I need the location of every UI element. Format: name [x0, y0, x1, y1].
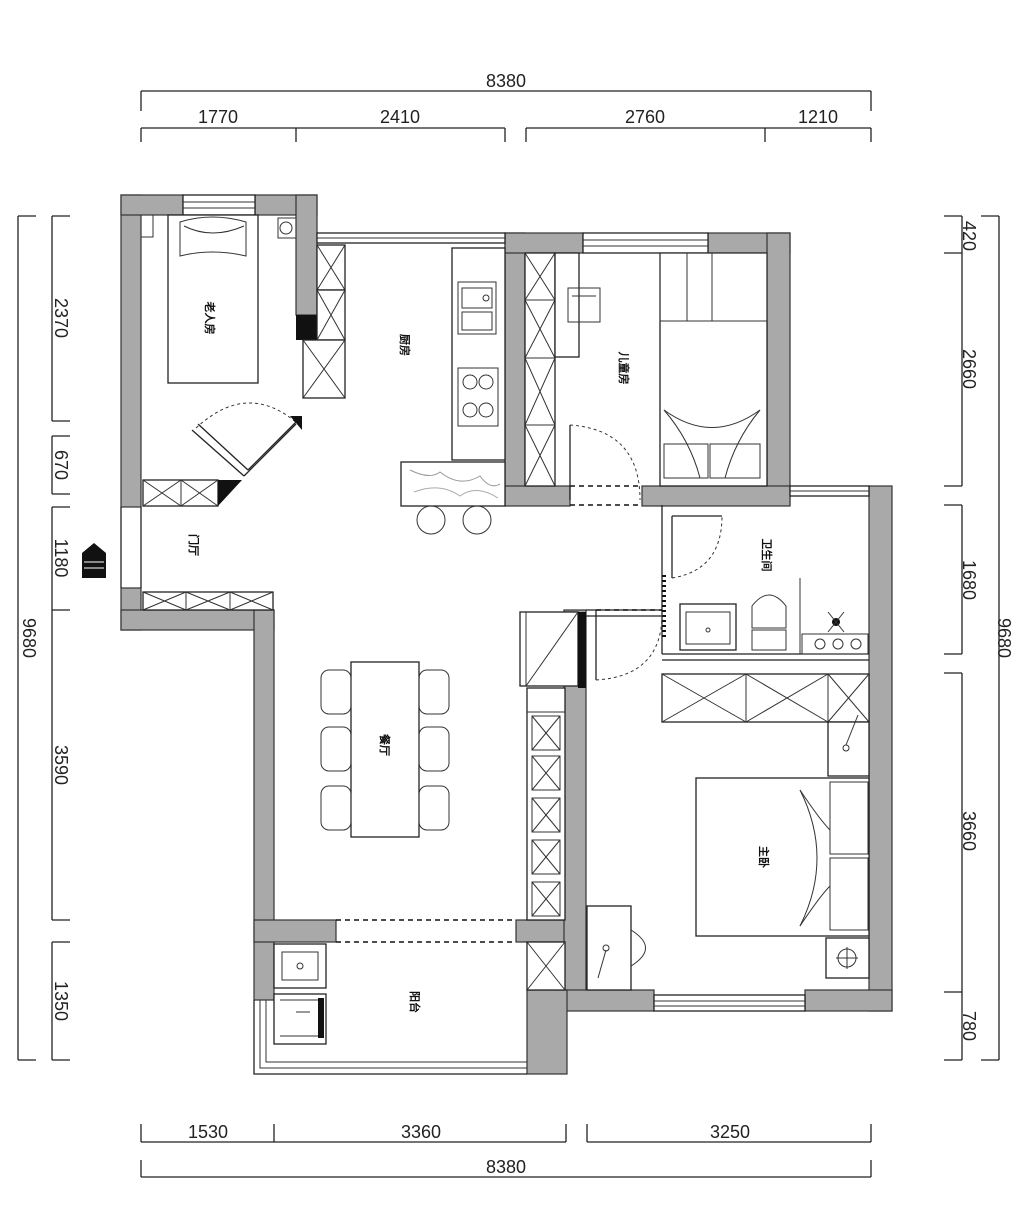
left-seg-2: 670 — [51, 450, 71, 480]
right-dimensions: 9680 420 2660 1680 3660 780 — [944, 215, 1014, 1061]
top-seg-2: 2410 — [380, 107, 420, 127]
kitchen: 厨房 — [302, 244, 506, 535]
left-dimensions: 9680 2370 670 1180 3590 1350 — [17, 215, 71, 1061]
master-bedroom: 主卧 — [586, 673, 870, 991]
right-seg-3: 1680 — [959, 560, 979, 600]
right-seg-5: 780 — [959, 1011, 979, 1041]
second-bedroom-label: 老人房 — [203, 301, 217, 335]
left-seg-5: 1350 — [51, 981, 71, 1021]
entrance-label: 门厅 — [187, 534, 201, 556]
bed — [167, 214, 259, 384]
balcony-outline — [253, 1000, 527, 1075]
bottom-dimensions: 1530 3360 3250 8380 — [140, 1122, 872, 1178]
right-seg-1: 420 — [959, 221, 979, 251]
walls — [120, 194, 893, 1075]
balcony-label: 阳台 — [408, 991, 422, 1013]
bottom-total-label: 8380 — [486, 1157, 526, 1177]
entrance: 门厅 — [82, 507, 274, 611]
bottom-seg-3: 3250 — [710, 1122, 750, 1142]
top-total-label: 8380 — [486, 71, 526, 91]
kids-room-label: 儿童房 — [617, 351, 631, 385]
right-seg-2: 2660 — [959, 349, 979, 389]
top-seg-4: 1210 — [798, 107, 838, 127]
bathroom-label: 卫生间 — [760, 539, 774, 572]
bathroom: 卫生间 — [586, 505, 869, 681]
left-seg-4: 3590 — [51, 745, 71, 785]
top-seg-3: 2760 — [625, 107, 665, 127]
bottom-seg-2: 3360 — [401, 1122, 441, 1142]
bottom-seg-1: 1530 — [188, 1122, 228, 1142]
top-dimensions: 8380 1770 2410 2760 1210 — [140, 71, 872, 142]
balcony: 阳台 — [273, 941, 566, 1045]
right-total-label: 9680 — [994, 618, 1014, 658]
kids-room: 儿童房 — [524, 252, 768, 506]
kitchen-label: 厨房 — [398, 334, 412, 356]
left-total-label: 9680 — [19, 618, 39, 658]
entry-arrow-icon — [82, 543, 106, 578]
top-seg-1: 1770 — [198, 107, 238, 127]
master-bedroom-label: 主卧 — [757, 846, 771, 868]
windows — [182, 194, 870, 1012]
right-seg-4: 3660 — [959, 811, 979, 851]
dining-table — [350, 661, 420, 838]
dining: 餐厅 — [320, 611, 586, 943]
second-bedroom: 老人房 — [140, 214, 302, 507]
dining-label: 餐厅 — [378, 733, 392, 756]
left-seg-1: 2370 — [51, 298, 71, 338]
left-seg-3: 1180 — [51, 539, 71, 578]
